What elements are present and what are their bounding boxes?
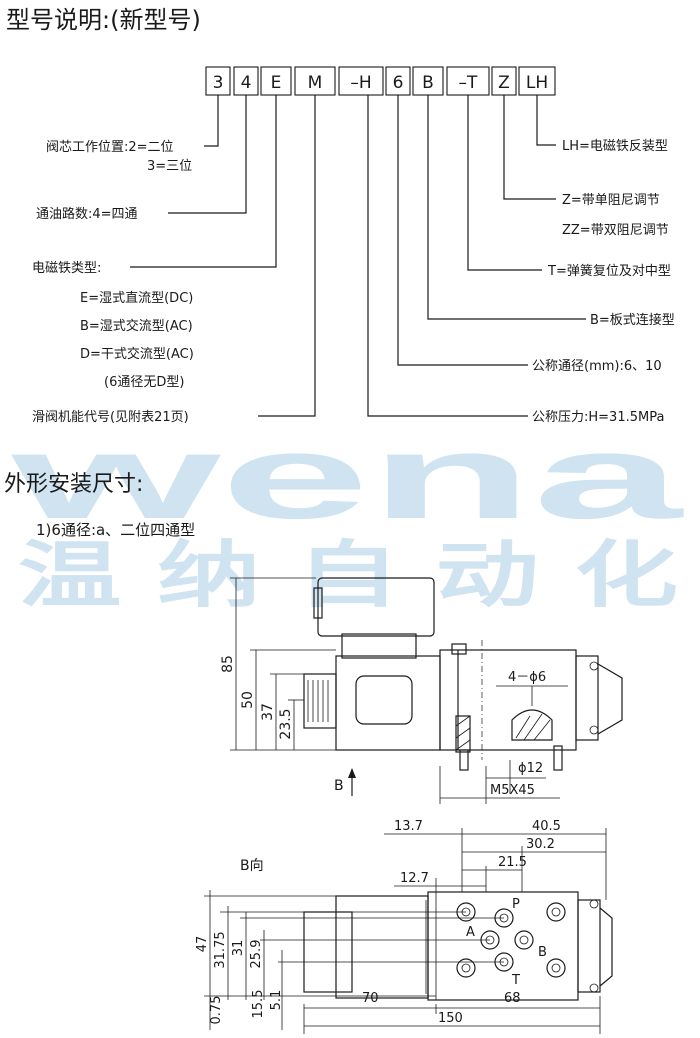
- dim-13-7: 13.7: [394, 819, 423, 834]
- code-text-7: B: [422, 73, 434, 93]
- right-labels: LH=电磁铁反装型 Z=带单阻尼调节 ZZ=带双阻尼调节 T=弹簧复位及对中型 …: [532, 139, 675, 425]
- code-text-2: 4: [241, 73, 252, 93]
- code-text-5: –H: [350, 73, 371, 93]
- label-function-code: 滑阀机能代号(见附表21页): [32, 410, 189, 425]
- label-size: 公称通径(mm):6、10: [532, 359, 662, 374]
- section-title: 外形安装尺寸:: [4, 472, 143, 497]
- dim-31-75: 31.75: [213, 931, 228, 968]
- code-cell-2: [233, 66, 259, 96]
- code-text-10: LH: [526, 73, 548, 93]
- port-p: P: [512, 897, 520, 912]
- view-arrow-label: B: [334, 778, 344, 794]
- label-solenoid-e: E=湿式直流型(DC): [80, 291, 193, 306]
- label-lh: LH=电磁铁反装型: [562, 139, 668, 154]
- code-cell-3: [260, 66, 292, 96]
- label-z: Z=带单阻尼调节: [562, 193, 660, 208]
- dim-70: 70: [362, 991, 379, 1006]
- watermark-latin: wena: [10, 410, 685, 544]
- label-ports: 通油路数:4=四通: [36, 206, 138, 222]
- dim-85: 85: [220, 655, 236, 673]
- code-text-6: 6: [393, 73, 404, 93]
- code-text-1: 3: [213, 73, 224, 93]
- label-solenoid-note: (6通径无D型): [104, 375, 184, 390]
- dim-47: 47: [195, 936, 210, 953]
- dim-40-5: 40.5: [532, 819, 561, 834]
- model-code: 3 4 E M –H 6 B –T Z LH: [205, 66, 556, 96]
- dim-0-75: 0.75: [209, 996, 224, 1025]
- code-cell-1: [205, 66, 231, 96]
- port-t: T: [511, 973, 520, 988]
- screw-label: M5X45: [490, 783, 535, 798]
- label-t: T=弹簧复位及对中型: [547, 263, 671, 279]
- dim-21-5: 21.5: [498, 855, 527, 870]
- dim-12-7: 12.7: [400, 871, 429, 886]
- dim-68: 68: [504, 991, 521, 1006]
- port-a: A: [466, 925, 475, 940]
- label-solenoid-type: 电磁铁类型:: [32, 261, 101, 276]
- code-text-8: –T: [459, 73, 479, 93]
- dim-25-9: 25.9: [249, 940, 264, 969]
- dim-31: 31: [231, 940, 246, 957]
- label-b: B=板式连接型: [590, 312, 675, 328]
- watermark: wena 温 纳 自 动 化: [10, 410, 685, 617]
- label-pressure: 公称压力:H=31.5MPa: [532, 410, 664, 425]
- label-solenoid-b: B=湿式交流型(AC): [80, 318, 193, 334]
- subsection-title: 1)6通径:a、二位四通型: [36, 521, 195, 539]
- code-cell-8: [446, 66, 490, 96]
- dim-23-5: 23.5: [278, 708, 294, 739]
- label-solenoid-d: D=干式交流型(AC): [80, 346, 194, 362]
- dim-30-2: 30.2: [526, 837, 555, 852]
- left-labels: 阀芯工作位置:2=二位 3=三位 通油路数:4=四通 电磁铁类型: E=湿式直流…: [32, 140, 194, 425]
- code-cell-5: [338, 66, 384, 96]
- leader-lines: [130, 95, 586, 417]
- bottom-view-drawing: B向 P A B T 13.7: [195, 819, 613, 1034]
- watermark-chinese: 温 纳 自 动 化: [18, 533, 678, 617]
- port-b: B: [538, 945, 547, 960]
- holes-label: 4－ϕ6: [508, 670, 546, 685]
- code-cell-7: [412, 66, 444, 96]
- phi12-label: ϕ12: [518, 761, 543, 776]
- label-zz: ZZ=带双阻尼调节: [562, 223, 669, 238]
- code-cell-10: [518, 66, 556, 96]
- code-text-9: Z: [498, 73, 510, 93]
- dim-37: 37: [260, 703, 276, 721]
- dim-50: 50: [240, 691, 256, 709]
- dim-15-5: 15.5: [251, 990, 266, 1019]
- page-title: 型号说明:(新型号): [6, 6, 201, 34]
- label-positions-3: 3=三位: [147, 159, 192, 174]
- label-positions: 阀芯工作位置:2=二位: [46, 140, 174, 155]
- code-text-3: E: [271, 73, 282, 93]
- dim-150: 150: [438, 1011, 463, 1026]
- code-cell-9: [491, 66, 517, 96]
- side-view-drawing: 4－ϕ6 ϕ12 M5X45 85 50 37 23.5 B: [220, 577, 623, 804]
- view-b-title: B向: [240, 858, 264, 874]
- code-text-4: M: [308, 73, 323, 93]
- dim-5-1: 5.1: [269, 990, 284, 1011]
